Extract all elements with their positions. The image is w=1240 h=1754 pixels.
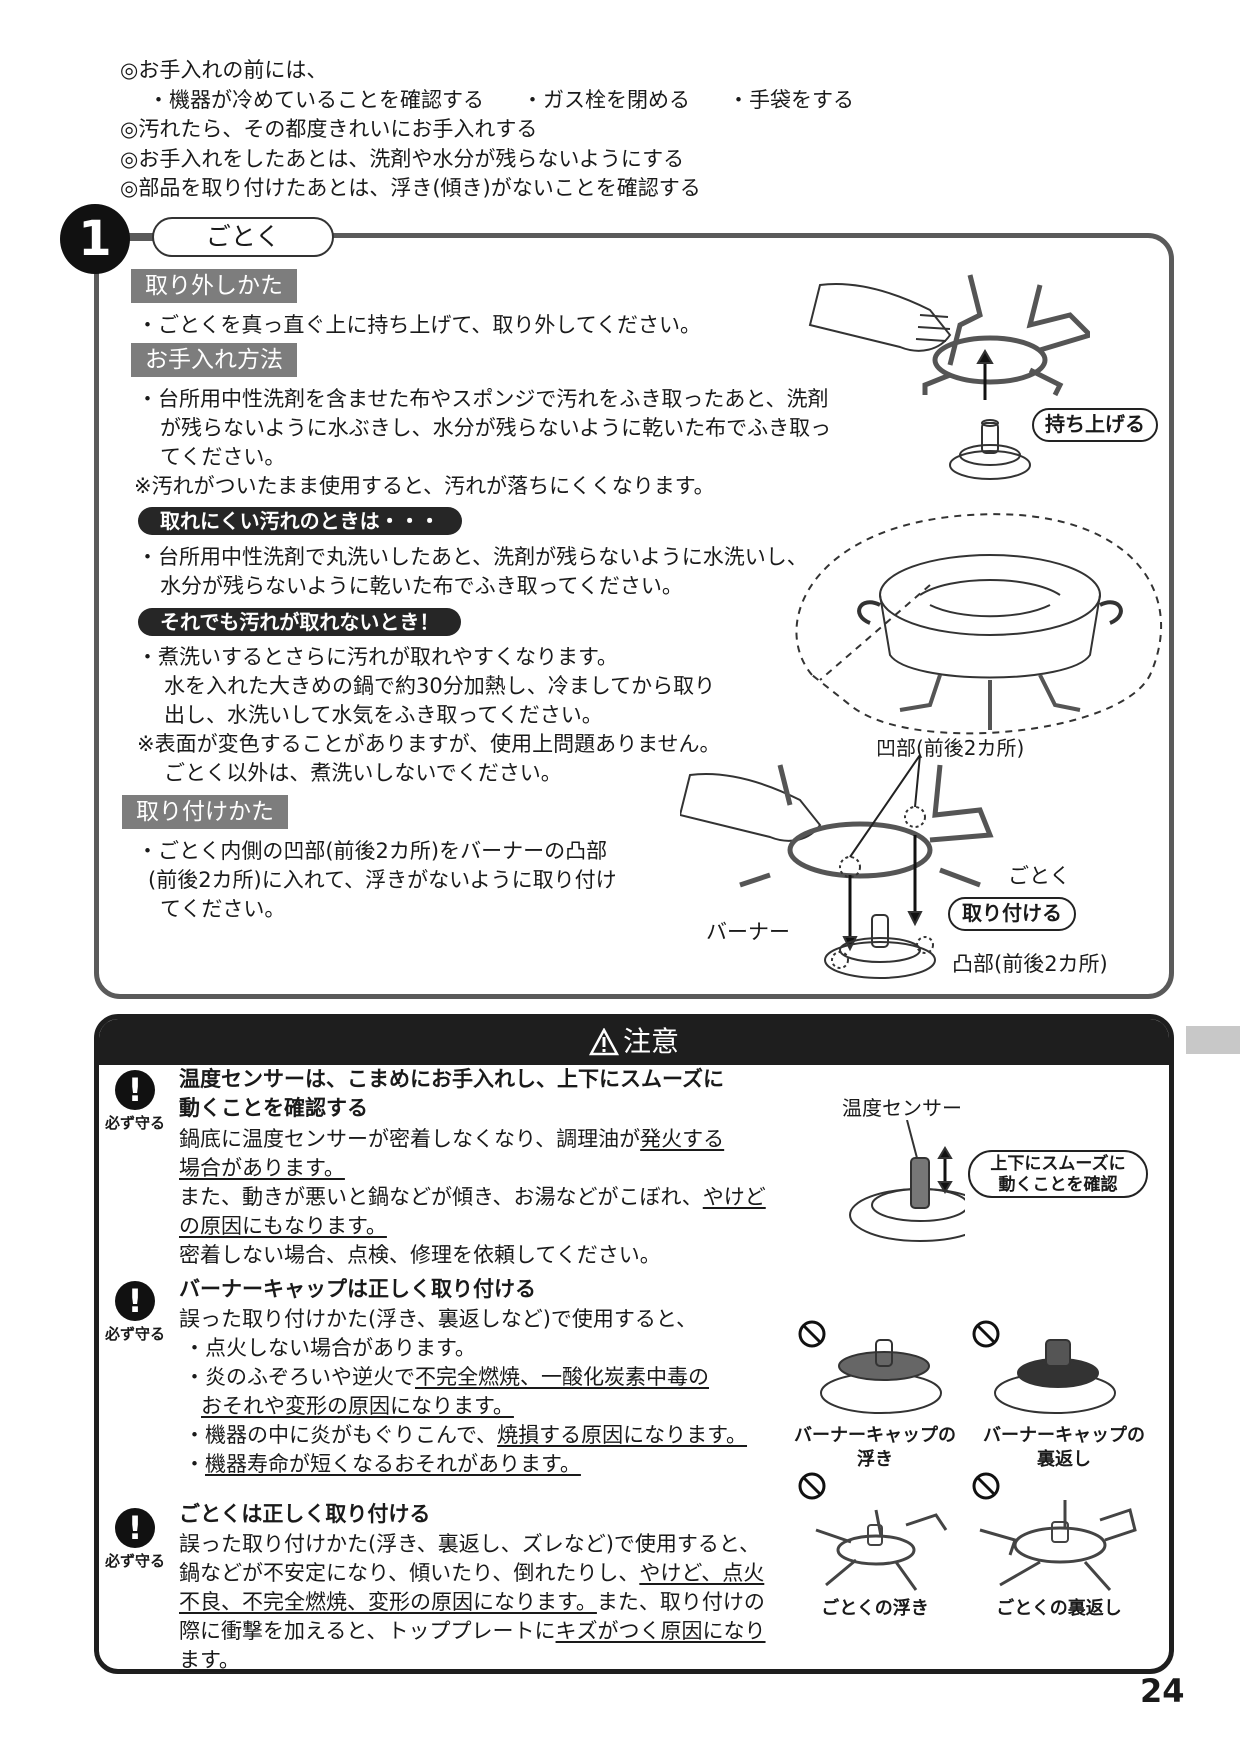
- prohibited-icon: [798, 1320, 826, 1348]
- boiling-pot-illustration: [795, 513, 1162, 735]
- stubborn-text: 出し、水洗いして水気をふき取ってください。: [164, 703, 603, 727]
- must-follow-badge: ! 必ず守る: [104, 1281, 166, 1344]
- section-title: ごとく: [152, 217, 334, 257]
- care-note: ※汚れがついたまま使用すると、汚れが落ちにくくなります。: [134, 474, 715, 498]
- attach-text: ・ごとく内側の凹部(前後2カ所)をバーナーの凸部: [137, 839, 608, 863]
- caution-item-title: 温度センサーは、こまめにお手入れし、上下にスムーズに: [179, 1067, 724, 1091]
- caution-text: 密着しない場合、点検、修理を依頼してください。: [179, 1243, 661, 1267]
- must-follow-badge: ! 必ず守る: [104, 1070, 166, 1133]
- label-lift: 持ち上げる: [1032, 408, 1158, 442]
- intro-bullets: ・機器が冷めていることを確認する ・ガス栓を閉める ・手袋をする: [120, 86, 892, 116]
- lift-gotoku-illustration: [808, 274, 1090, 480]
- caution-text: ・機器寿命が短くなるおそれがあります。: [184, 1452, 581, 1476]
- hard-text: 水分が残らないように乾いた布でふき取ってください。: [160, 574, 683, 598]
- prohibited-icon: [972, 1472, 1000, 1500]
- caution-text: ます。: [179, 1648, 240, 1672]
- attach-text: てください。: [160, 897, 286, 921]
- caution-text: 場合があります。: [179, 1156, 345, 1180]
- caution-item-title: ごとくは正しく取り付ける: [179, 1502, 431, 1526]
- caution-text: 鍋底に温度センサーが密着しなくなり、調理油が発火する: [179, 1127, 725, 1151]
- sensor-callout: 上下にスムーズに動くことを確認: [968, 1150, 1148, 1198]
- caption-cap-reverse: バーナーキャップの裏返し: [983, 1425, 1145, 1470]
- intro-bullet: ・ガス栓を閉める: [522, 87, 690, 112]
- attach-gotoku-illustration: [680, 755, 994, 979]
- caution-title: 注意: [622, 1025, 679, 1058]
- label-burner: バーナー: [706, 920, 790, 944]
- caution-text: ・点火しない場合があります。: [184, 1336, 476, 1360]
- warning-triangle-icon: [588, 1024, 620, 1070]
- caution-item-title: 動くことを確認する: [179, 1096, 368, 1120]
- stubborn-text: ・煮洗いするとさらに汚れが取れやすくなります。: [137, 645, 618, 669]
- caution-item-title: バーナーキャップは正しく取り付ける: [179, 1277, 536, 1301]
- heading-stubborn-dirt: それでも汚れが取れないとき！: [138, 608, 462, 636]
- section-number-badge: 1: [60, 204, 130, 274]
- intro-bullet: ・手袋をする: [728, 87, 854, 112]
- heading-care: お手入れ方法: [131, 343, 297, 377]
- intro-line: ◎部品を取り付けたあとは、浮き(傾き)がないことを確認する: [120, 176, 701, 200]
- caution-text: ・機器の中に炎がもぐりこんで、焼損する原因になります。: [184, 1423, 748, 1447]
- prohibited-icon: [972, 1320, 1000, 1348]
- caution-text: 鍋などが不安定になり、傾いたり、倒れたりし、やけど、点火: [179, 1561, 765, 1585]
- must-follow-label: 必ず守る: [104, 1325, 165, 1343]
- intro-line: ◎お手入れの前には、: [120, 58, 328, 82]
- caution-text: ・炎のふぞろいや逆火で不完全燃焼、一酸化炭素中毒の: [184, 1365, 709, 1389]
- removal-text: ・ごとくを真っ直ぐ上に持ち上げて、取り外してください。: [137, 313, 702, 337]
- gotoku-reverse-illustration: [972, 1472, 1137, 1591]
- prohibited-icon: [798, 1472, 826, 1500]
- caution-text: おそれや変形の原因になります。: [201, 1394, 514, 1418]
- must-follow-label: 必ず守る: [104, 1114, 165, 1132]
- label-gotoku: ごとく: [1008, 864, 1071, 888]
- must-follow-label: 必ず守る: [104, 1552, 165, 1570]
- page-number: 24: [1140, 1672, 1185, 1710]
- caution-text: 誤った取り付けかた(浮き、裏返しなど)で使用すると、: [179, 1307, 698, 1331]
- intro-bullet: ・機器が冷めていることを確認する: [148, 87, 484, 112]
- attach-text: (前後2カ所)に入れて、浮きがないように取り付け: [148, 868, 617, 892]
- caution-header: 注意: [99, 1019, 1169, 1065]
- stubborn-text: 水を入れた大きめの鍋で約30分加熱し、冷ましてから取り: [164, 674, 716, 698]
- caution-text: また、動きが悪いと鍋などが傾き、お湯などがこぼれ、やけど: [179, 1185, 766, 1209]
- care-text: ・台所用中性洗剤を含ませた布やスポンジで汚れをふき取ったあと、洗剤: [137, 387, 829, 411]
- hard-text: ・台所用中性洗剤で丸洗いしたあと、洗剤が残らないように水洗いし、: [137, 545, 808, 569]
- heading-attach: 取り付けかた: [122, 795, 288, 829]
- heading-removal: 取り外しかた: [131, 269, 297, 303]
- exclamation-icon: !: [115, 1070, 155, 1110]
- must-follow-badge: ! 必ず守る: [104, 1508, 166, 1571]
- stubborn-note: ごとく以外は、煮洗いしないでください。: [164, 761, 562, 785]
- intro-line: ◎お手入れをしたあとは、洗剤や水分が残らないようにする: [120, 146, 685, 171]
- gotoku-float-illustration: [798, 1472, 948, 1591]
- caution-text: 際に衝撃を加えると、トッププレートにキズがつく原因になり: [179, 1619, 766, 1643]
- intro-line: ◎汚れたら、その都度きれいにお手入れする: [120, 117, 538, 141]
- exclamation-icon: !: [115, 1508, 155, 1548]
- caution-text: の原因にもなります。: [179, 1214, 387, 1238]
- caution-text: 不良、不完全燃焼、変形の原因になります。また、取り付けの: [179, 1590, 765, 1614]
- section-gotoku-frame: [94, 233, 1174, 999]
- care-text: が残らないように水ぶきし、水分が残らないように乾いた布でふき取っ: [160, 416, 832, 440]
- caption-gotoku-float: ごとくの浮き: [821, 1598, 929, 1619]
- cap-reverse-illustration: [972, 1320, 1116, 1414]
- heading-hard-dirt: 取れにくい汚れのときは・・・: [138, 507, 462, 535]
- stubborn-note: ※表面が変色することがありますが、使用上問題ありません。: [137, 732, 721, 756]
- cap-float-illustration: [798, 1320, 942, 1414]
- section-tab-connector: [128, 236, 156, 241]
- caution-text: 誤った取り付けかた(浮き、裏返し、ズレなど)で使用すると、: [179, 1532, 761, 1556]
- caption-gotoku-reverse: ごとくの裏返し: [996, 1598, 1122, 1619]
- label-recess: 凹部(前後2カ所): [876, 736, 1025, 760]
- exclamation-icon: !: [115, 1281, 155, 1321]
- intro-notes: ◎お手入れの前には、 ・機器が冷めていることを確認する ・ガス栓を閉める ・手袋をす…: [120, 56, 892, 204]
- label-protrusion: 凸部(前後2カ所): [952, 952, 1108, 976]
- temperature-sensor-illustration: [849, 1120, 965, 1242]
- side-index-tab: [1186, 1026, 1240, 1054]
- caption-cap-float: バーナーキャップの浮き: [794, 1425, 956, 1470]
- caution-box: 注意: [94, 1014, 1174, 1674]
- care-text: てください。: [160, 445, 286, 469]
- label-attach: 取り付ける: [948, 897, 1076, 931]
- sensor-label: 温度センサー: [842, 1096, 962, 1120]
